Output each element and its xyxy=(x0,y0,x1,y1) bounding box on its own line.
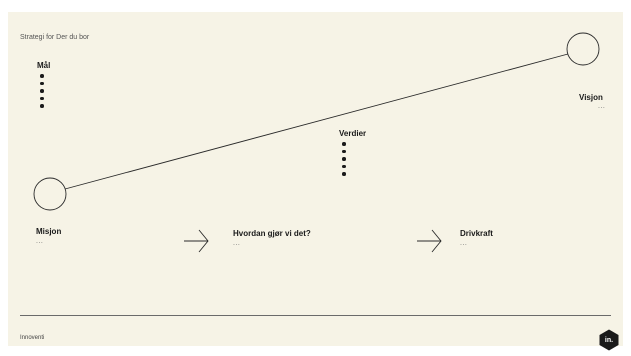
visjon-label: Visjon xyxy=(579,93,603,102)
footer-company: Innoventi xyxy=(20,335,45,341)
bullet-dot xyxy=(342,149,346,153)
bullet-dot xyxy=(40,89,44,93)
bullet-dot xyxy=(40,74,44,78)
bullet-dot xyxy=(40,81,44,85)
arrow-icon xyxy=(184,229,209,253)
verdier-label: Verdier xyxy=(339,129,367,138)
verdier-bullets xyxy=(342,142,346,176)
misjon-label: Misjon xyxy=(36,227,62,236)
misjon-visjon-line xyxy=(64,53,569,190)
hvordan-text: ... xyxy=(233,240,241,247)
bullet-dot xyxy=(342,172,346,176)
slide-title: Strategi for Der du bor xyxy=(20,34,90,41)
misjon-circle xyxy=(33,177,67,211)
logo-text: in. xyxy=(604,336,614,344)
bullet-dot xyxy=(342,142,346,146)
slide: Strategi for Der du bor Mål Visjon ... V… xyxy=(8,12,623,351)
footer-divider xyxy=(20,315,611,316)
misjon-text: ... xyxy=(36,238,44,245)
mal-label: Mål xyxy=(37,61,51,70)
bullet-dot xyxy=(342,164,346,168)
visjon-text: ... xyxy=(598,103,606,110)
arrow-icon xyxy=(417,229,442,253)
mal-bullets xyxy=(40,74,44,108)
diagram-connector xyxy=(33,32,600,253)
drivkraft-text: ... xyxy=(460,240,468,247)
bullet-dot xyxy=(40,96,44,100)
innoventi-logo: in. xyxy=(598,329,620,351)
drivkraft-label: Drivkraft xyxy=(460,229,493,238)
hvordan-label: Hvordan gjør vi det? xyxy=(233,229,311,238)
bullet-dot xyxy=(342,157,346,161)
visjon-circle xyxy=(566,32,600,66)
bullet-dot xyxy=(40,104,44,108)
